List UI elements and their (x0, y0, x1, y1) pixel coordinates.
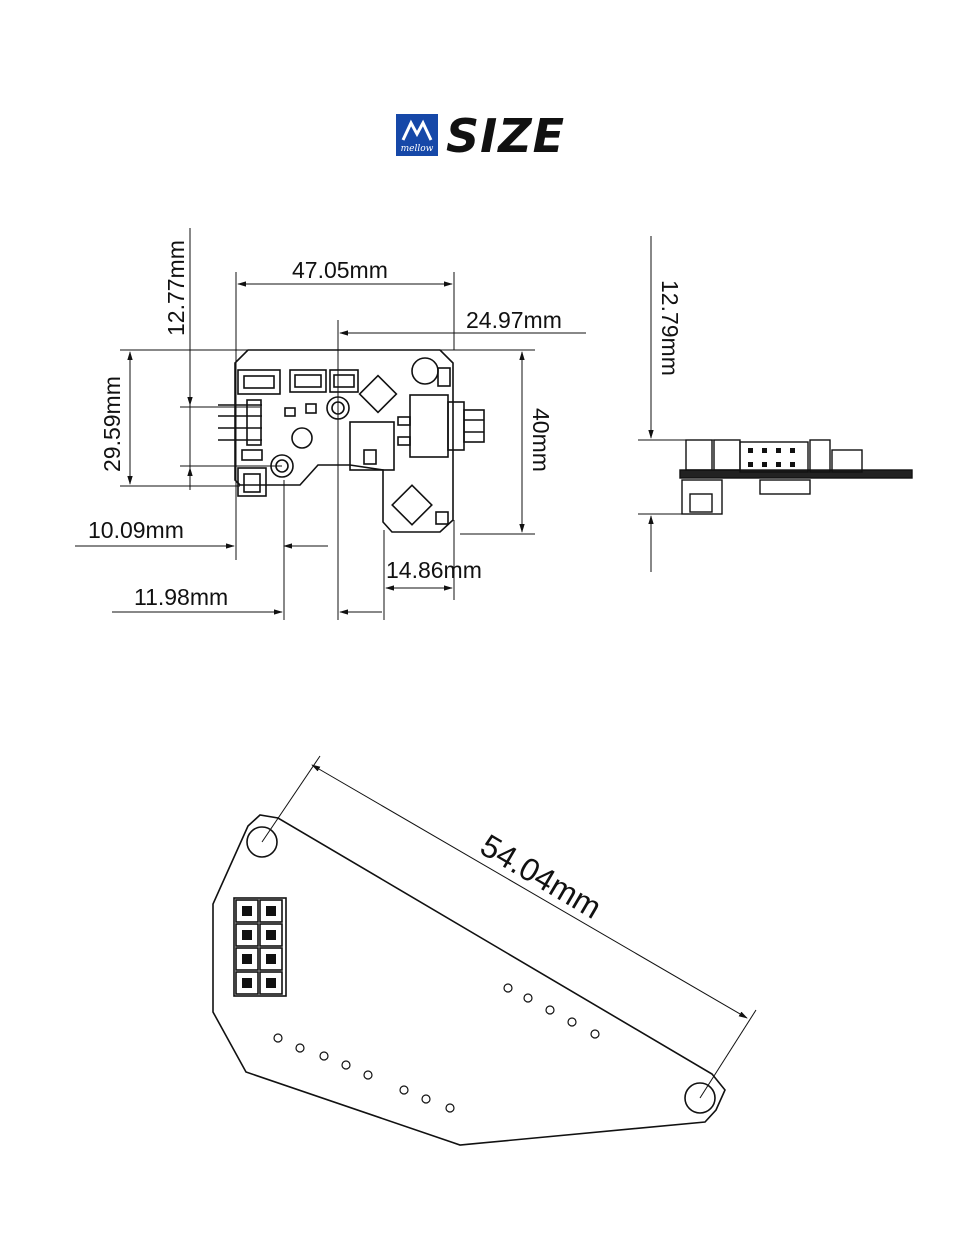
pin-header (218, 399, 262, 446)
dim-29-59: 29.59mm (99, 376, 125, 472)
triangle-board-outline (212, 814, 726, 1146)
dim-12-77: 12.77mm (163, 240, 189, 336)
logo-brand-text: mellow (401, 144, 434, 154)
power-connector (409, 394, 449, 458)
side-view-dimensions (638, 236, 720, 572)
mellow-logo: mellow (396, 114, 438, 156)
header: mellow SIZE (0, 108, 960, 164)
jst-connector-1 (237, 369, 281, 395)
page-title: SIZE (446, 109, 566, 163)
jst-connector-3 (329, 369, 359, 393)
logo-mark-icon: mellow (401, 119, 434, 154)
pin-header-row (739, 441, 809, 473)
mount-hole-top (246, 826, 278, 858)
board-outline (234, 349, 454, 533)
buzzer (291, 427, 313, 449)
via-holes (273, 983, 600, 1113)
top-view-dimensions (75, 228, 586, 620)
mount-hole-bottom (684, 1082, 716, 1114)
dim-10-09: 10.09mm (88, 517, 184, 543)
dim-11-98: 11.98mm (134, 584, 228, 610)
pcb-edge (679, 469, 913, 479)
pin-header-2x4 (233, 897, 287, 997)
dim-12-79: 12.79mm (657, 280, 683, 376)
center-connector (349, 421, 395, 471)
bottom-view-board (212, 814, 726, 1146)
mcu-chip (358, 374, 398, 414)
dim-40: 40mm (528, 408, 554, 472)
side-view-board (679, 439, 913, 515)
jst-connector-2 (289, 369, 327, 393)
dim-24-97: 24.97mm (466, 307, 562, 333)
bottom-connector (237, 467, 267, 497)
side-connector-block (685, 439, 713, 471)
top-view-board (218, 349, 485, 533)
dim-14-86: 14.86mm (386, 557, 482, 583)
dim-54-04: 54.04mm (474, 827, 607, 926)
bottom-view-dimensions (261, 755, 757, 1099)
side-bottom-connector (681, 479, 723, 515)
dim-47-05: 47.05mm (292, 257, 388, 283)
